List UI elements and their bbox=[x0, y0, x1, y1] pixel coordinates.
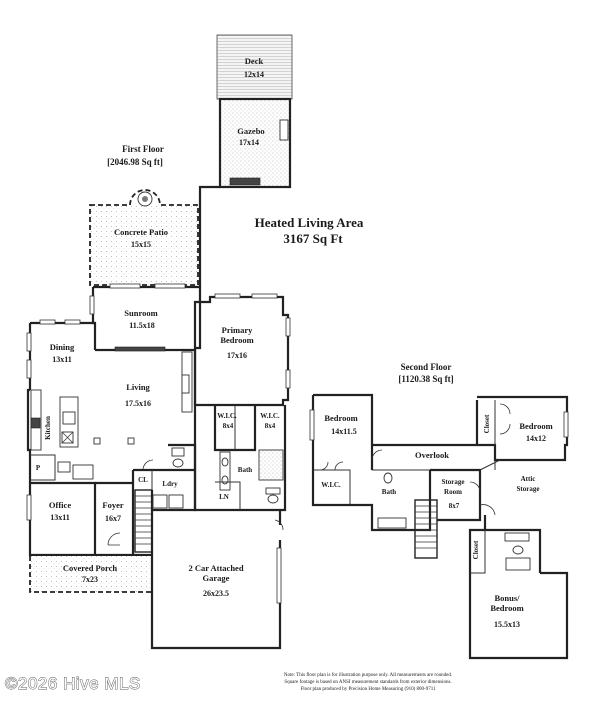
note-line-2: Square footage is based on ANSI measurem… bbox=[284, 680, 451, 685]
overlook-label: Overlook bbox=[415, 450, 449, 460]
first-floor-title: First Floor bbox=[122, 144, 164, 154]
living-label: Living bbox=[126, 382, 150, 392]
foyer-label: Foyer bbox=[102, 500, 123, 510]
mls-watermark: ©2026 Hive MLS bbox=[5, 674, 141, 693]
sunroom-dim: 11.5x18 bbox=[129, 321, 155, 330]
linen-label: LN bbox=[219, 493, 229, 501]
pantry: P bbox=[30, 454, 94, 481]
wic1-dim: 8x4 bbox=[223, 422, 234, 430]
office: Office 13x11 bbox=[26, 481, 97, 555]
sunroom: Sunroom 11.5x18 bbox=[89, 283, 202, 350]
bath-up-label: Bath bbox=[382, 488, 397, 496]
bonus-room: Closet Bonus/ Bedroom 15.5x13 bbox=[468, 515, 569, 660]
first-floor-area: [2046.98 Sq ft] bbox=[107, 157, 163, 167]
office-label: Office bbox=[49, 500, 71, 510]
concrete-patio: Concrete Patio 15x15 bbox=[89, 189, 199, 286]
footer-note: Note: This floor plan is for illustratio… bbox=[284, 673, 452, 692]
storage-label-1: Storage bbox=[442, 478, 465, 486]
bonus-label-2: Bedroom bbox=[490, 603, 523, 613]
dining-label: Dining bbox=[50, 342, 75, 352]
second-floor-area: [1120.38 Sq ft] bbox=[398, 374, 453, 384]
primary-label-2: Bedroom bbox=[220, 335, 253, 345]
primary-dim: 17x16 bbox=[227, 351, 247, 360]
note-line-3: Floor plan produced by Precision Home Me… bbox=[300, 687, 436, 692]
main-house bbox=[26, 319, 197, 557]
deck-label: Deck bbox=[245, 56, 264, 66]
deck-dim: 12x14 bbox=[244, 70, 264, 79]
pantry-label: P bbox=[36, 464, 41, 472]
bedroom-3: Closet Bedroom 14x12 bbox=[477, 395, 569, 462]
bed2-label: Bedroom bbox=[324, 413, 357, 423]
garage-dim: 26x23.5 bbox=[203, 589, 229, 598]
closet-cl-label: CL bbox=[138, 476, 148, 484]
foyer: Foyer 16x7 bbox=[95, 481, 135, 555]
dining-dim: 13x11 bbox=[52, 355, 72, 364]
primary-label-1: Primary bbox=[222, 325, 253, 335]
wic2-dim: 8x4 bbox=[265, 422, 276, 430]
bed2-dim: 14x11.5 bbox=[331, 427, 357, 436]
living-dim: 17.5x16 bbox=[125, 399, 151, 408]
closet-up-label: Closet bbox=[483, 414, 491, 433]
sunroom-label: Sunroom bbox=[124, 308, 157, 318]
kitchen: Kitchen bbox=[30, 389, 135, 451]
bedroom-2: Bedroom 14x11.5 bbox=[309, 393, 374, 507]
gazebo: Gazebo 17x14 bbox=[218, 97, 292, 189]
stairs-second bbox=[414, 499, 438, 559]
bonus-dim: 15.5x13 bbox=[494, 620, 520, 629]
primary-bedroom: Primary Bedroom 17x16 bbox=[193, 293, 291, 407]
upper-hall: Overlook Bath bbox=[350, 400, 479, 532]
note-line-1: Note: This floor plan is for illustratio… bbox=[284, 673, 452, 678]
patio-label: Concrete Patio bbox=[114, 227, 168, 237]
bath-main-label: Bath bbox=[238, 466, 253, 474]
attic-label-2: Storage bbox=[517, 485, 540, 493]
stairs-first bbox=[134, 489, 153, 553]
laundry-label: Ldry bbox=[162, 480, 178, 488]
patio-dim: 15x15 bbox=[131, 240, 151, 249]
bed3-label: Bedroom bbox=[519, 421, 552, 431]
laundry-area: CL Ldry bbox=[131, 443, 197, 512]
primary-suite-baths: W.I.C. 8x4 W.I.C. 8x4 Bath LN bbox=[193, 405, 287, 512]
closet-bonus-label: Closet bbox=[472, 540, 480, 559]
covered-porch: Covered Porch 7x23 bbox=[29, 556, 152, 593]
wic-up: W.I.C. bbox=[313, 461, 351, 505]
storage-label-2: Room bbox=[444, 488, 462, 496]
bonus-label-1: Bonus/ bbox=[494, 593, 520, 603]
attic-label-1: Attic bbox=[521, 475, 536, 483]
wic1-label: W.I.C. bbox=[217, 412, 237, 420]
heated-area-title: Heated Living Area bbox=[255, 215, 364, 230]
garage-label-2: Garage bbox=[203, 573, 230, 583]
office-dim: 13x11 bbox=[50, 513, 70, 522]
porch-dim: 7x23 bbox=[82, 575, 98, 584]
bed3-dim: 14x12 bbox=[526, 434, 546, 443]
heated-area-value: 3167 Sq Ft bbox=[283, 231, 343, 246]
gazebo-dim: 17x14 bbox=[239, 138, 259, 147]
deck: Deck 12x14 bbox=[216, 34, 293, 100]
gazebo-label: Gazebo bbox=[237, 126, 264, 136]
storage-dim: 8x7 bbox=[449, 502, 460, 510]
foyer-dim: 16x7 bbox=[105, 514, 121, 523]
porch-label: Covered Porch bbox=[63, 563, 117, 573]
second-floor-title: Second Floor bbox=[401, 362, 452, 372]
kitchen-label: Kitchen bbox=[44, 416, 52, 440]
wic-up-label: W.I.C. bbox=[321, 481, 341, 489]
garage: 2 Car Attached Garage 26x23.5 bbox=[150, 510, 284, 650]
attic-storage: Attic Storage bbox=[479, 459, 540, 516]
wic2-label: W.I.C. bbox=[260, 412, 280, 420]
storage-room: Storage Room 8x7 bbox=[430, 468, 482, 522]
garage-label-1: 2 Car Attached bbox=[188, 563, 243, 573]
